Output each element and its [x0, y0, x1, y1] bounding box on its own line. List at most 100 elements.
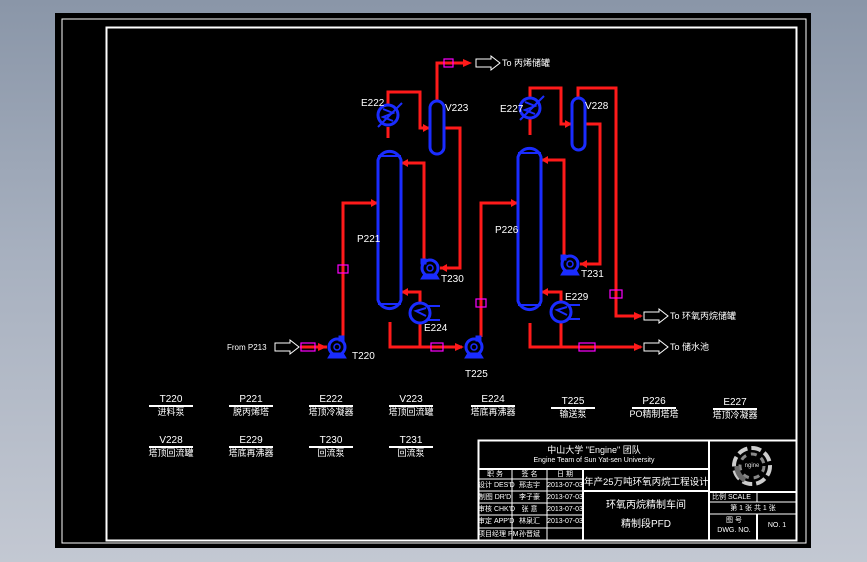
pipe-e224-return	[401, 290, 422, 303]
label-p221: P221	[357, 234, 381, 245]
outlet-arrow-icon	[475, 54, 501, 72]
cell-name: 林泉汇	[519, 518, 540, 525]
th-signature: 签 名	[521, 471, 538, 478]
legend-desc: 脱丙烯塔	[232, 407, 269, 417]
pipe-t220-to-p221	[341, 201, 378, 337]
outlet-arrow-icon	[643, 307, 669, 325]
cell-role: 制图 DR'D	[478, 494, 512, 501]
condenser-e222	[376, 102, 403, 128]
inlet-arrow-icon	[274, 338, 300, 356]
legend-desc: 塔顶回流罐	[388, 407, 434, 417]
legend-desc: 进料泵	[157, 407, 185, 417]
drum-v228	[570, 96, 587, 152]
legend-desc: 回流泵	[317, 448, 345, 458]
legend-tag: E222	[319, 394, 343, 405]
stream-tag	[609, 289, 623, 299]
legend-item: E227 塔顶冷凝器	[699, 397, 771, 421]
pipe-t231-reflux	[541, 158, 566, 256]
flow-arrows	[318, 59, 643, 351]
pipe-e227-up	[528, 86, 572, 126]
reboiler-e224	[408, 301, 440, 325]
label-e224: E224	[424, 323, 448, 334]
stream-tags	[300, 58, 623, 352]
stream-tag	[337, 264, 349, 274]
legend-tag: P221	[239, 394, 263, 405]
arrow-icon	[455, 343, 464, 351]
cell-date: 2013-07-03	[547, 518, 583, 525]
arrow-icon	[423, 124, 430, 132]
legend-tag: E224	[481, 394, 505, 405]
cell-date: 2013-07-03	[547, 506, 583, 513]
arrow-icon	[634, 312, 643, 320]
pipe-v223-vent	[435, 61, 465, 101]
arrow-icon	[401, 159, 408, 167]
label-t230: T230	[441, 274, 464, 285]
legend-desc: 塔底再沸器	[470, 407, 516, 417]
legend-underline	[309, 446, 353, 448]
pipe-p221-bottoms	[388, 322, 462, 349]
title-block-org-en: Engine Team of Sun Yat-sen University	[533, 457, 655, 464]
pump-t231	[560, 254, 580, 276]
legend-tag: T225	[561, 396, 585, 407]
outer-border	[61, 18, 807, 544]
title-block-dwg-no: NO. 1	[767, 522, 787, 529]
cell-date: 2013-07-03	[547, 482, 583, 489]
legend-desc: PO精制塔塔	[629, 409, 679, 419]
arrow-icon	[463, 59, 472, 67]
label-p226: P226	[495, 225, 519, 236]
cell-date: 2013-07-03	[547, 494, 583, 501]
legend-desc: 塔顶回流罐	[148, 448, 194, 458]
cell-name: 孙晋斌	[519, 531, 540, 538]
legend-tag: T231	[399, 435, 423, 446]
pipe-v228-out	[580, 122, 602, 266]
pump-t220	[327, 335, 347, 359]
team-logo-icon	[732, 446, 772, 486]
legend-tag: E229	[239, 435, 263, 446]
legend-underline	[632, 407, 676, 409]
label-v228: V228	[585, 101, 609, 112]
outline-arrows	[274, 54, 669, 356]
legend-tag: E227	[723, 397, 747, 408]
outlet-label-water: To 储水池	[670, 342, 710, 352]
pump-t230	[420, 258, 440, 280]
cad-canvas: E222 V223 E227 V228 P221 P226 T230 T231 …	[55, 13, 811, 548]
cell-name: 邢志宇	[519, 482, 540, 489]
legend-underline	[149, 446, 193, 448]
outlet-label-propylene: To 丙烯储罐	[502, 58, 551, 68]
arrow-icon	[580, 260, 587, 268]
drum-v223	[428, 99, 446, 156]
pipe-v228-vent	[576, 86, 641, 318]
arrow-icon	[541, 288, 548, 296]
label-e229: E229	[565, 292, 589, 303]
arrow-icon	[401, 288, 408, 296]
label-v223: V223	[445, 103, 469, 114]
title-block-drawing-title-2: 精制段PFD	[621, 519, 671, 530]
arrow-icon	[440, 264, 447, 272]
legend-item: E224 塔底再沸器	[457, 394, 529, 418]
th-date: 日 期	[557, 471, 573, 478]
title-block-drawing-title-1: 环氧丙烷精制车间	[606, 500, 686, 511]
legend-tag: P226	[642, 396, 666, 407]
cell-name: 李子豪	[519, 494, 540, 501]
stream-tag	[300, 342, 316, 352]
label-t225: T225	[465, 369, 488, 380]
title-block-sheet: 第 1 张 共 1 张	[730, 505, 776, 512]
reboiler-e229	[549, 300, 580, 324]
equipment	[376, 95, 587, 325]
pumps	[327, 254, 580, 359]
logo-text: ngine	[744, 463, 760, 469]
label-t220: T220	[352, 351, 375, 362]
stream-tag	[443, 58, 454, 68]
cell-role: 审核 CHK'D	[478, 506, 516, 513]
arrow-icon	[634, 343, 643, 351]
title-block-org: 中山大学 "Engine" 团队	[547, 445, 641, 455]
label-e222: E222	[361, 98, 385, 109]
legend-desc: 塔顶冷凝器	[712, 410, 758, 420]
column-p226	[516, 147, 543, 311]
legend-underline	[309, 405, 353, 407]
legend-underline	[471, 405, 515, 407]
label-t231: T231	[581, 269, 604, 280]
